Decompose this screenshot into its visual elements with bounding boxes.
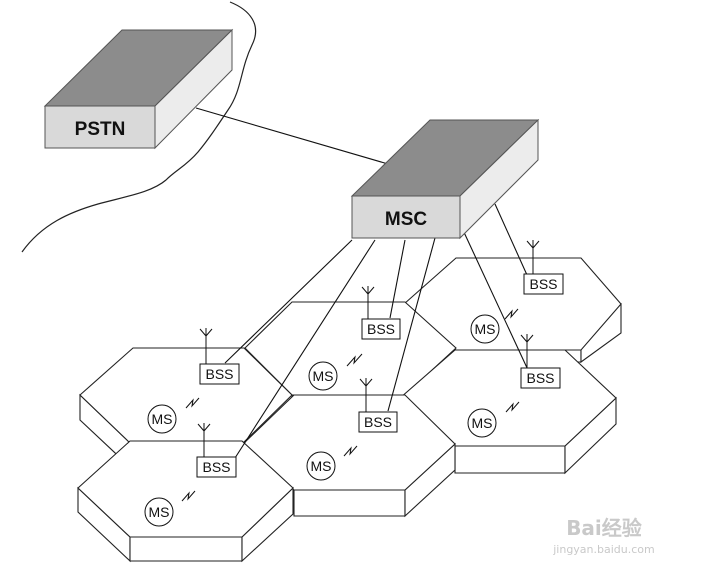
msc-label: MSC (385, 209, 428, 230)
bss-node: BSS (523, 240, 564, 295)
hex-cell (242, 394, 456, 518)
ms-node: MS (308, 353, 363, 391)
watermark: Bai经验 jingyan.baidu.com (552, 516, 655, 556)
bss-box (520, 367, 561, 389)
antenna-icon (197, 423, 211, 458)
bss-box (196, 456, 237, 478)
ms-label: MS (152, 411, 173, 427)
bss-node: BSS (358, 378, 398, 433)
msc-bss-link (234, 239, 376, 459)
watermark-brand: Bai经验 (566, 516, 642, 540)
pstn-box-front (44, 105, 156, 149)
ms-circle (144, 497, 174, 527)
ms-circle (306, 451, 336, 481)
link-lines (195, 107, 529, 459)
pstn-msc-link (195, 107, 389, 165)
bss-nodes: BSS BSS BSS BSS (196, 240, 564, 478)
radio-link-icon (505, 401, 520, 413)
bss-label: BSS (205, 366, 233, 382)
msc-bss-link (387, 237, 436, 412)
pstn-label: PSTN (75, 119, 126, 140)
bss-label: BSS (364, 414, 392, 430)
antenna-icon (359, 378, 373, 413)
bss-label: BSS (367, 321, 395, 337)
bss-node: BSS (520, 334, 561, 389)
msc-bss-link (389, 239, 406, 319)
cell-grid (77, 257, 622, 563)
ms-label: MS (149, 504, 170, 520)
hex-cell (399, 349, 617, 475)
bss-box (361, 318, 401, 340)
ms-node: MS (147, 397, 200, 434)
antenna-icon (361, 286, 375, 320)
ms-node: MS (306, 445, 358, 481)
msc-bss-link (224, 239, 353, 364)
bss-node: BSS (361, 286, 401, 340)
msc-bss-link (494, 203, 528, 276)
bss-box (523, 273, 564, 295)
pstn-node: PSTN (43, 28, 234, 150)
ms-label: MS (472, 415, 493, 431)
ms-circle (308, 361, 338, 391)
radio-link-icon (346, 353, 363, 367)
antenna-icon (199, 328, 213, 364)
antenna-icon (526, 240, 540, 275)
ms-label: MS (311, 458, 332, 474)
ms-node: MS (467, 401, 520, 438)
bss-label: BSS (202, 459, 230, 475)
watermark-url: jingyan.baidu.com (552, 543, 655, 556)
bss-node: BSS (196, 423, 237, 478)
bss-box (358, 411, 398, 433)
ms-label: MS (475, 321, 496, 337)
bss-label: BSS (526, 370, 554, 386)
network-boundary-curve (21, 1, 257, 253)
hex-cell (77, 440, 294, 563)
radio-link-icon (343, 445, 358, 457)
bss-label: BSS (529, 276, 557, 292)
radio-link-icon (181, 490, 196, 502)
radio-link-icon (504, 308, 519, 320)
antenna-icon (520, 334, 534, 369)
msc-bss-link (461, 227, 529, 371)
radio-link-icon (185, 397, 200, 409)
ms-circle (467, 408, 497, 438)
msc-node: MSC (350, 118, 540, 240)
ms-node: MS (470, 308, 519, 344)
ms-label: MS (313, 368, 334, 384)
msc-box-front (351, 195, 461, 239)
bss-box (199, 363, 240, 385)
ms-node: MS (144, 490, 196, 527)
ms-nodes: MS MS MS MS MS MS (144, 308, 520, 527)
ms-circle (470, 314, 500, 344)
ms-circle (147, 404, 177, 434)
bss-node: BSS (199, 328, 240, 385)
